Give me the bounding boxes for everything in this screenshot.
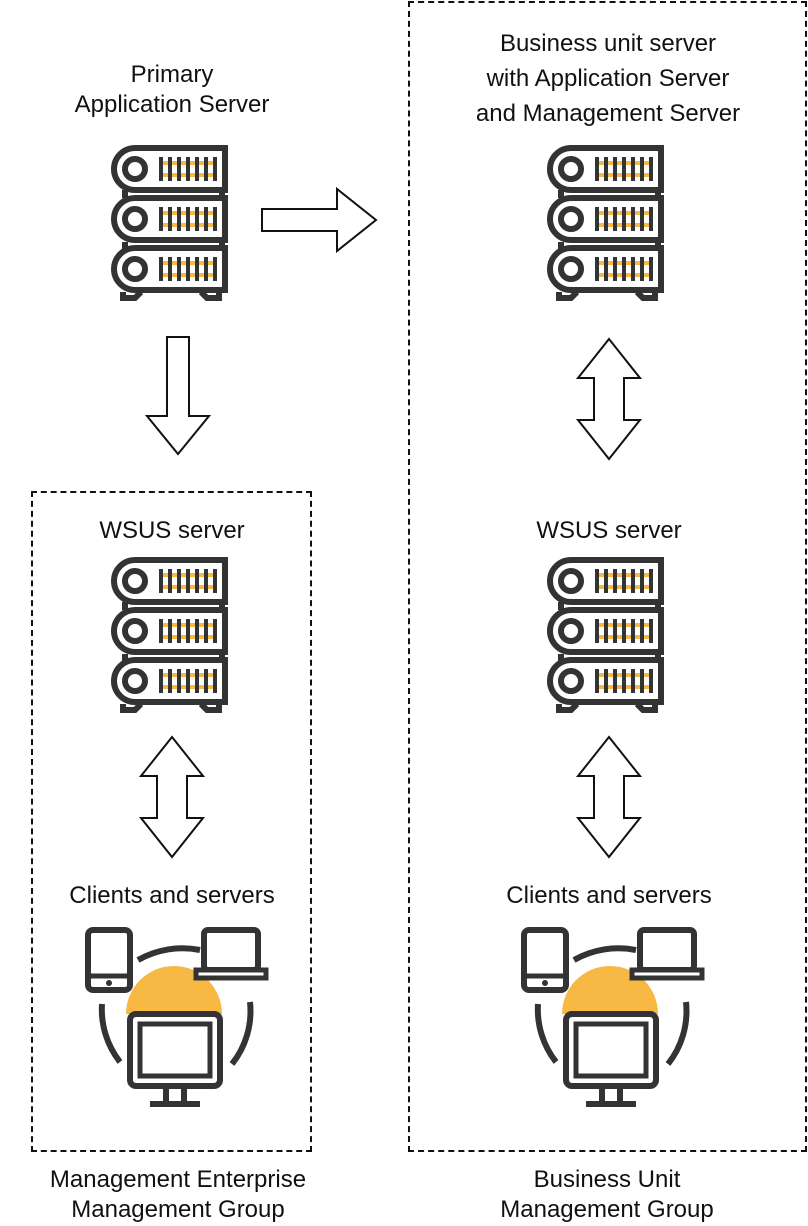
business-title-line3: and Management Server xyxy=(475,100,741,127)
business-wsus-label: WSUS server xyxy=(536,517,682,544)
server-rack-icon xyxy=(113,558,235,713)
business-server-title: Business unit server with Application Se… xyxy=(408,26,808,131)
clients-devices-icon xyxy=(518,924,708,1114)
primary-server-title: Primary Application Server xyxy=(22,60,322,120)
business-clients-label: Clients and servers xyxy=(506,882,712,909)
business-caption-line2: Management Group xyxy=(500,1196,714,1223)
down-arrow-icon xyxy=(144,336,212,456)
enterprise-caption-line1: Management Enterprise xyxy=(49,1166,307,1193)
double-arrow-icon xyxy=(577,736,641,858)
enterprise-clients-label: Clients and servers xyxy=(69,882,275,909)
enterprise-caption-line2: Management Group xyxy=(71,1196,285,1223)
business-group-caption: Business Unit Management Group xyxy=(457,1165,757,1225)
server-rack-icon xyxy=(113,146,235,301)
business-title-line2: with Application Server xyxy=(486,65,730,92)
right-arrow-icon xyxy=(261,186,378,254)
double-arrow-icon xyxy=(577,338,641,460)
clients-devices-icon xyxy=(82,924,272,1114)
primary-title-line2: Application Server xyxy=(74,91,270,118)
enterprise-group-box xyxy=(31,491,312,1152)
server-rack-icon xyxy=(549,558,671,713)
primary-title-line1: Primary xyxy=(130,61,214,88)
business-caption-line1: Business Unit xyxy=(533,1166,681,1193)
server-rack-icon xyxy=(549,146,671,301)
enterprise-wsus-label: WSUS server xyxy=(99,517,245,544)
business-title-line1: Business unit server xyxy=(499,30,717,57)
enterprise-group-caption: Management Enterprise Management Group xyxy=(28,1165,328,1225)
double-arrow-icon xyxy=(140,736,204,858)
business-group-box xyxy=(408,1,807,1152)
